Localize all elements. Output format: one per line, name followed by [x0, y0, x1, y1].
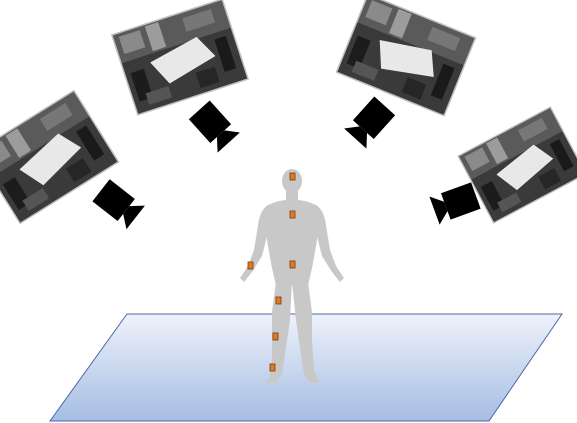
camera-view-3: [336, 0, 475, 116]
camera-view-2: [112, 0, 248, 115]
sensor-head: [290, 173, 295, 180]
sensor-chest: [290, 211, 295, 218]
video-camera-icon: [429, 181, 481, 224]
sensor-knee: [273, 333, 278, 340]
sensor-thigh: [276, 297, 281, 304]
sensor-ankle: [270, 364, 275, 371]
sensor-wrist: [248, 262, 253, 269]
sensor-waist: [290, 261, 295, 268]
video-camera-icon: [188, 100, 240, 153]
video-camera-icon: [92, 178, 145, 229]
video-camera-icon: [344, 96, 396, 149]
